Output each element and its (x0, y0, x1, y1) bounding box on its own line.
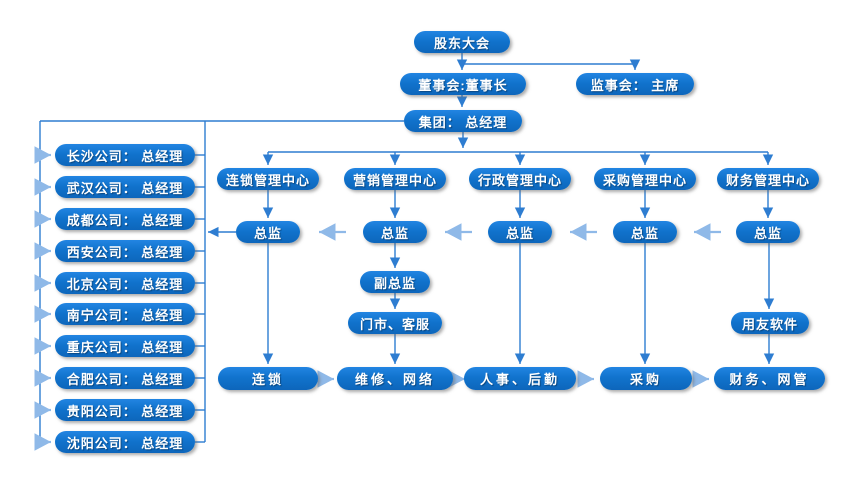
node-company-hefei[interactable]: 合肥公司： 总经理 (55, 367, 195, 389)
node-label: 北京公司： 总经理 (66, 276, 184, 292)
node-label: 总监 (505, 225, 534, 241)
node-dept-finance-network[interactable]: 财务、网管 (714, 367, 825, 390)
node-label: 重庆公司： 总经理 (66, 339, 184, 355)
node-director-chain[interactable]: 总监 (236, 221, 300, 243)
node-label: 西安公司： 总经理 (66, 244, 184, 260)
node-label: 成都公司： 总经理 (66, 212, 184, 228)
node-dept-chain[interactable]: 连锁 (218, 367, 318, 390)
node-director-admin[interactable]: 总监 (488, 221, 552, 243)
node-dept-repair-network[interactable]: 维修、网络 (337, 367, 453, 390)
node-center-finance-management[interactable]: 财务管理中心 (717, 168, 819, 190)
node-label: 财务、网管 (729, 372, 810, 387)
node-label: 副总监 (373, 275, 416, 291)
node-company-xian[interactable]: 西安公司： 总经理 (55, 240, 195, 262)
node-director-finance[interactable]: 总监 (736, 221, 800, 243)
node-label: 合肥公司： 总经理 (66, 371, 184, 387)
node-center-procurement-management[interactable]: 采购管理中心 (594, 168, 696, 190)
node-label: 武汉公司： 总经理 (66, 180, 184, 196)
node-shareholders-meeting[interactable]: 股东大会 (414, 31, 510, 53)
node-company-nanning[interactable]: 南宁公司： 总经理 (55, 303, 195, 325)
node-label: 股东大会 (433, 35, 490, 51)
node-label: 门市、客服 (359, 316, 430, 332)
node-ufida-software[interactable]: 用友软件 (731, 312, 809, 334)
node-center-chain-management[interactable]: 连锁管理中心 (217, 168, 319, 190)
node-label: 总监 (253, 225, 282, 241)
node-label: 集团： 总经理 (418, 114, 508, 130)
node-company-shenyang[interactable]: 沈阳公司： 总经理 (55, 431, 195, 453)
node-dept-procurement[interactable]: 采购 (600, 367, 692, 390)
node-company-chongqing[interactable]: 重庆公司： 总经理 (55, 335, 195, 357)
node-company-chengdu[interactable]: 成都公司： 总经理 (55, 208, 195, 230)
node-company-guiyang[interactable]: 贵阳公司： 总经理 (55, 399, 195, 421)
node-director-marketing[interactable]: 总监 (363, 221, 427, 243)
node-label: 沈阳公司： 总经理 (66, 435, 184, 451)
node-supervisory-board-chairman[interactable]: 监事会： 主席 (576, 73, 694, 95)
node-label: 总监 (380, 225, 409, 241)
node-label: 连锁 (251, 372, 284, 387)
node-label: 长沙公司： 总经理 (66, 148, 184, 164)
node-deputy-director[interactable]: 副总监 (360, 271, 430, 293)
node-director-procurement[interactable]: 总监 (613, 221, 677, 243)
node-center-admin-management[interactable]: 行政管理中心 (469, 168, 571, 190)
node-label: 监事会： 主席 (590, 77, 680, 93)
node-label: 采购 (629, 372, 662, 387)
node-dept-hr-logistics[interactable]: 人事、后勤 (464, 367, 576, 390)
node-center-marketing-management[interactable]: 营销管理中心 (344, 168, 446, 190)
node-label: 用友软件 (741, 316, 798, 332)
node-label: 营销管理中心 (352, 172, 437, 188)
node-label: 维修、网络 (354, 372, 435, 387)
node-label: 连锁管理中心 (225, 172, 310, 188)
node-label: 南宁公司： 总经理 (66, 307, 184, 323)
node-label: 董事会:董事长 (418, 77, 508, 93)
node-company-changsha[interactable]: 长沙公司： 总经理 (55, 144, 195, 166)
node-label: 总监 (753, 225, 782, 241)
node-board-chairman[interactable]: 董事会:董事长 (400, 73, 526, 95)
node-label: 总监 (630, 225, 659, 241)
node-label: 人事、后勤 (479, 372, 560, 387)
node-label: 贵阳公司： 总经理 (66, 403, 184, 419)
node-label: 行政管理中心 (477, 172, 562, 188)
node-company-wuhan[interactable]: 武汉公司： 总经理 (55, 176, 195, 198)
node-group-general-manager[interactable]: 集团： 总经理 (404, 110, 522, 132)
node-label: 采购管理中心 (602, 172, 687, 188)
node-company-beijing[interactable]: 北京公司： 总经理 (55, 272, 195, 294)
node-stores-customer-service[interactable]: 门市、客服 (348, 312, 442, 334)
node-label: 财务管理中心 (725, 172, 810, 188)
